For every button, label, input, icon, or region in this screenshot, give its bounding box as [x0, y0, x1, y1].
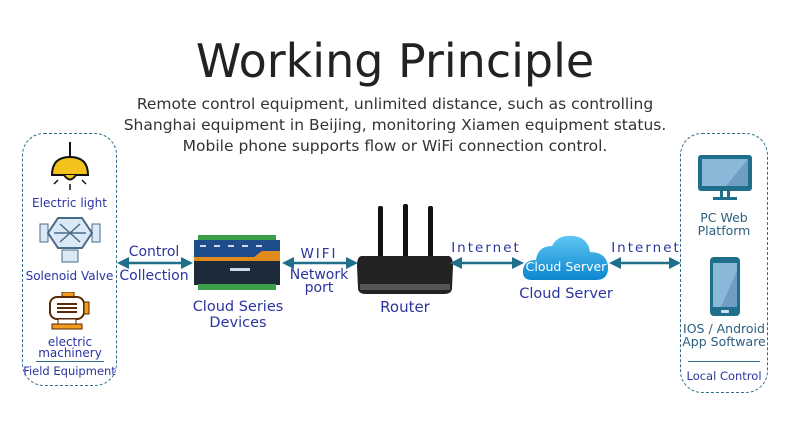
light-bulb-icon	[50, 142, 90, 190]
divider	[36, 361, 104, 362]
electric-motor-icon	[49, 292, 90, 330]
control-item-label: IOS / Android App Software	[682, 321, 766, 349]
double-arrow-icon	[117, 257, 193, 269]
solenoid-valve-icon	[39, 217, 101, 263]
link-label-wifi: WIFI	[300, 246, 338, 262]
cloud-server-label: Cloud Server	[519, 286, 613, 302]
control-group-label: Local Control	[686, 369, 762, 383]
double-arrow-icon	[450, 257, 524, 269]
local-control-group	[680, 133, 768, 393]
cloud-icon-text: Cloud Server	[525, 259, 607, 274]
router-icon	[357, 204, 453, 294]
router-label: Router	[380, 298, 430, 316]
smartphone-icon	[710, 257, 740, 316]
device-label: Cloud Series Devices	[192, 299, 284, 331]
divider	[688, 361, 760, 362]
double-arrow-icon	[609, 257, 681, 269]
link-label-internet: Internet	[451, 240, 521, 256]
field-group-label: Field Equipment	[23, 364, 116, 378]
link-label-network-port: Network port	[289, 267, 349, 296]
link-label-control: Control	[128, 244, 180, 260]
link-label-internet: Internet	[611, 240, 681, 256]
field-item-label: Electric light	[32, 196, 107, 210]
field-item-label: Solenoid Valve	[25, 269, 114, 283]
double-arrow-icon	[282, 257, 358, 269]
cloud-icon	[522, 235, 609, 280]
link-label-collection: Collection	[119, 268, 189, 284]
subtitle: Remote control equipment, unlimited dist…	[123, 95, 667, 155]
monitor-icon	[698, 155, 752, 200]
control-item-label: PC Web Platform	[697, 210, 751, 238]
page-title: Working Principle	[195, 34, 595, 88]
field-item-label: electric machinery	[38, 335, 102, 360]
cloud-series-device-icon	[194, 235, 280, 290]
field-equipment-group	[22, 133, 117, 386]
